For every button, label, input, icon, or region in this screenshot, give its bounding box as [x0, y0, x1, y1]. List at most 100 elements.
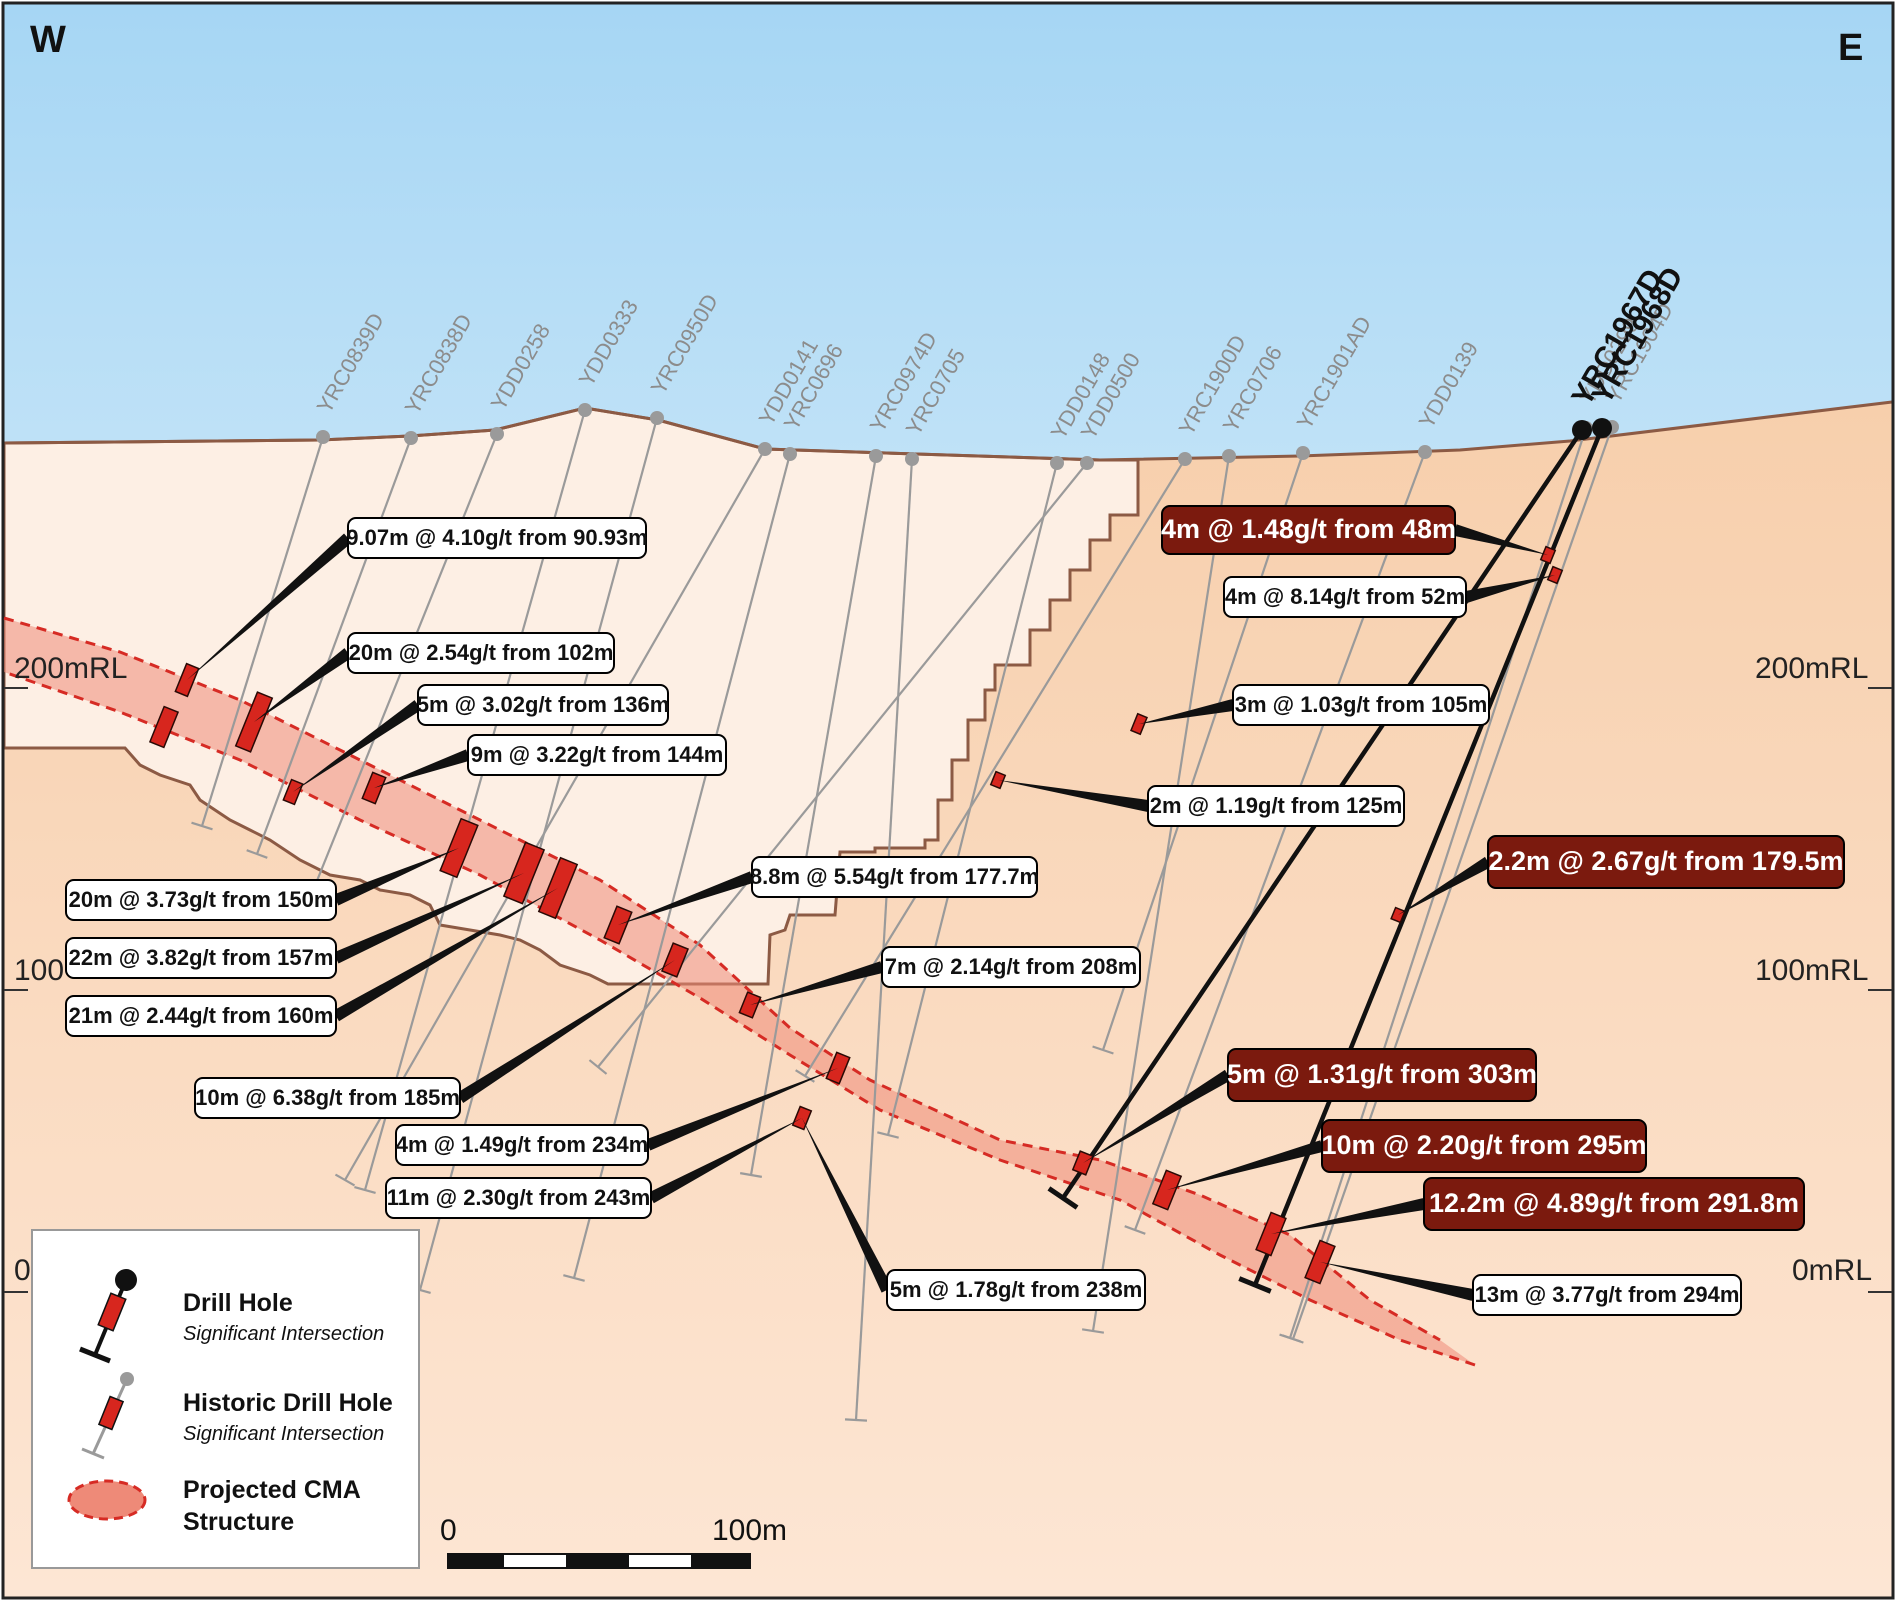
intersection-label: 4m @ 1.49g/t from 234m: [395, 1124, 649, 1166]
drill-hole-end-cap: [588, 1059, 608, 1075]
intersection-label-text: 13m @ 3.77g/t from 294m: [1475, 1282, 1740, 1307]
intersection-label: 13m @ 3.77g/t from 294m: [1472, 1274, 1742, 1316]
intersection-label-box: [1472, 1274, 1742, 1316]
legend-drill-hole-symbol: [79, 1269, 137, 1364]
leader-line: [1320, 1262, 1475, 1301]
intersection-label-text: 7m @ 2.14g/t from 208m: [885, 954, 1138, 979]
drill-hole-end-cap: [739, 1172, 763, 1178]
drill-hole-end-cap: [1092, 1045, 1114, 1055]
intersection-label-text: 4m @ 8.14g/t from 52m: [1225, 584, 1465, 609]
scale-start-label: 0: [440, 1514, 457, 1547]
projected-cma-structure: [3, 616, 1476, 1367]
drill-hole-collar: [490, 427, 504, 441]
intersection-label-box: [1227, 1048, 1537, 1102]
leader-line: [333, 873, 524, 964]
intersection-label: 3m @ 1.03g/t from 105m: [1232, 684, 1490, 726]
legend-structure-title-1: Projected CMA: [183, 1476, 361, 1504]
drill-hole-collar: [905, 452, 919, 466]
legend-historic-hole-subtitle: Significant Intersection: [183, 1423, 384, 1445]
intersection-label-text: 5m @ 3.02g/t from 136m: [417, 692, 670, 717]
intersection-label: 5m @ 3.02g/t from 136m: [417, 684, 670, 726]
intersection-label-box: [467, 734, 727, 776]
scale-end-label: 100m: [712, 1514, 787, 1547]
rl200-right-label: 200mRL: [1755, 652, 1868, 685]
intersection-label: 7m @ 2.14g/t from 208m: [881, 946, 1141, 988]
drill-hole-collar: [1222, 449, 1236, 463]
intersection-label: 11m @ 2.30g/t from 243m: [385, 1177, 652, 1219]
drill-hole-end-cap: [354, 1185, 376, 1195]
leader-line: [1167, 1140, 1324, 1190]
intersection-label-text: 4m @ 1.49g/t from 234m: [396, 1132, 649, 1157]
legend-historic-hole-title: Historic Drill Hole: [183, 1389, 393, 1417]
drill-hole-collar: [783, 447, 797, 461]
drill-hole-end-cap: [1047, 1186, 1079, 1210]
intersection-label-text: 5m @ 1.31g/t from 303m: [1227, 1059, 1537, 1089]
drill-hole-collar: [1080, 456, 1094, 470]
leader-line: [187, 533, 352, 680]
intersection-label-box: [1487, 835, 1845, 889]
legend: Drill Hole Significant Intersection Hist…: [31, 1229, 420, 1569]
intersection-label-box: [1232, 684, 1490, 726]
intersection-label-text: 10m @ 2.20g/t from 295m: [1322, 1130, 1647, 1160]
leader-line: [1271, 1198, 1426, 1234]
intersection-label-box: [886, 1269, 1146, 1311]
west-label: W: [30, 19, 66, 61]
intersection-label-text: 12.2m @ 4.89g/t from 291.8m: [1429, 1188, 1799, 1218]
drill-hole-trace: [344, 448, 766, 1181]
drill-hole-collar: [1572, 420, 1592, 440]
intersection-label-text: 5m @ 1.78g/t from 238m: [890, 1277, 1143, 1302]
intersection-label-text: 4m @ 1.48g/t from 48m: [1161, 514, 1456, 544]
drill-hole-end-cap: [795, 1069, 815, 1083]
intersection-label-text: 2.2m @ 2.67g/t from 179.5m: [1489, 846, 1844, 876]
intersection-label-text: 20m @ 3.73g/t from 150m: [69, 887, 334, 912]
intersection-label: 9m @ 3.22g/t from 144m: [467, 734, 727, 776]
leader-line: [1453, 524, 1548, 555]
drill-hole-end-cap: [1282, 1334, 1304, 1344]
cma-structure-upper-edge: [3, 616, 1441, 1342]
drill-hole-collar: [1592, 418, 1612, 438]
drill-hole-end-cap: [844, 1418, 868, 1422]
drill-hole-collar: [316, 430, 330, 444]
drill-hole-trace: [886, 462, 1059, 1136]
intersection-label-text: 9m @ 3.22g/t from 144m: [471, 742, 724, 767]
intersection-label-box: [1223, 576, 1467, 618]
cma-structure-body: [4, 618, 1475, 1365]
drill-hole-collar: [1418, 445, 1432, 459]
leader-line: [456, 960, 675, 1104]
surface-topography: [3, 400, 1893, 462]
intersection-label-box: [347, 517, 647, 559]
intersection-label-box: [65, 995, 337, 1037]
intersection-label: 20m @ 2.54g/t from 102m: [347, 632, 615, 674]
rl0-left-label: 0: [14, 1254, 31, 1287]
intersection-label: 4m @ 8.14g/t from 52m: [1223, 576, 1467, 618]
rl0-right-label: 0mRL: [1792, 1254, 1872, 1287]
drill-hole-collar: [758, 442, 772, 456]
rl100-left-label: 100: [14, 954, 64, 987]
drill-hole-trace: [854, 458, 914, 1421]
legend-structure-title-2: Structure: [183, 1508, 294, 1536]
leader-line: [374, 749, 470, 788]
intersection-label-box: [347, 632, 615, 674]
rl-ticks: [4, 687, 1892, 1293]
leader-line: [293, 700, 422, 792]
drill-hole-collar: [404, 431, 418, 445]
intersection-label-box: [65, 937, 337, 979]
leader-lines: [187, 524, 1555, 1301]
drill-hole-end-cap: [334, 1173, 356, 1187]
leader-line: [1139, 699, 1235, 724]
intersection-label: 2m @ 1.19g/t from 125m: [1147, 785, 1405, 827]
drill-hole-end-cap: [1238, 1276, 1272, 1294]
intersection-bar: [148, 705, 180, 749]
intersection-label-box: [881, 946, 1141, 988]
intersection-label-box: [385, 1177, 652, 1219]
intersection-label-box: [1321, 1119, 1647, 1173]
drill-hole-collar: [1296, 446, 1310, 460]
intersection-label-text: 3m @ 1.03g/t from 105m: [1235, 692, 1488, 717]
intersection-label-text: 11m @ 2.30g/t from 243m: [387, 1185, 651, 1210]
scale-bar: 0 100m: [440, 1514, 787, 1569]
leader-line: [618, 871, 755, 925]
leader-line: [1083, 1069, 1232, 1163]
